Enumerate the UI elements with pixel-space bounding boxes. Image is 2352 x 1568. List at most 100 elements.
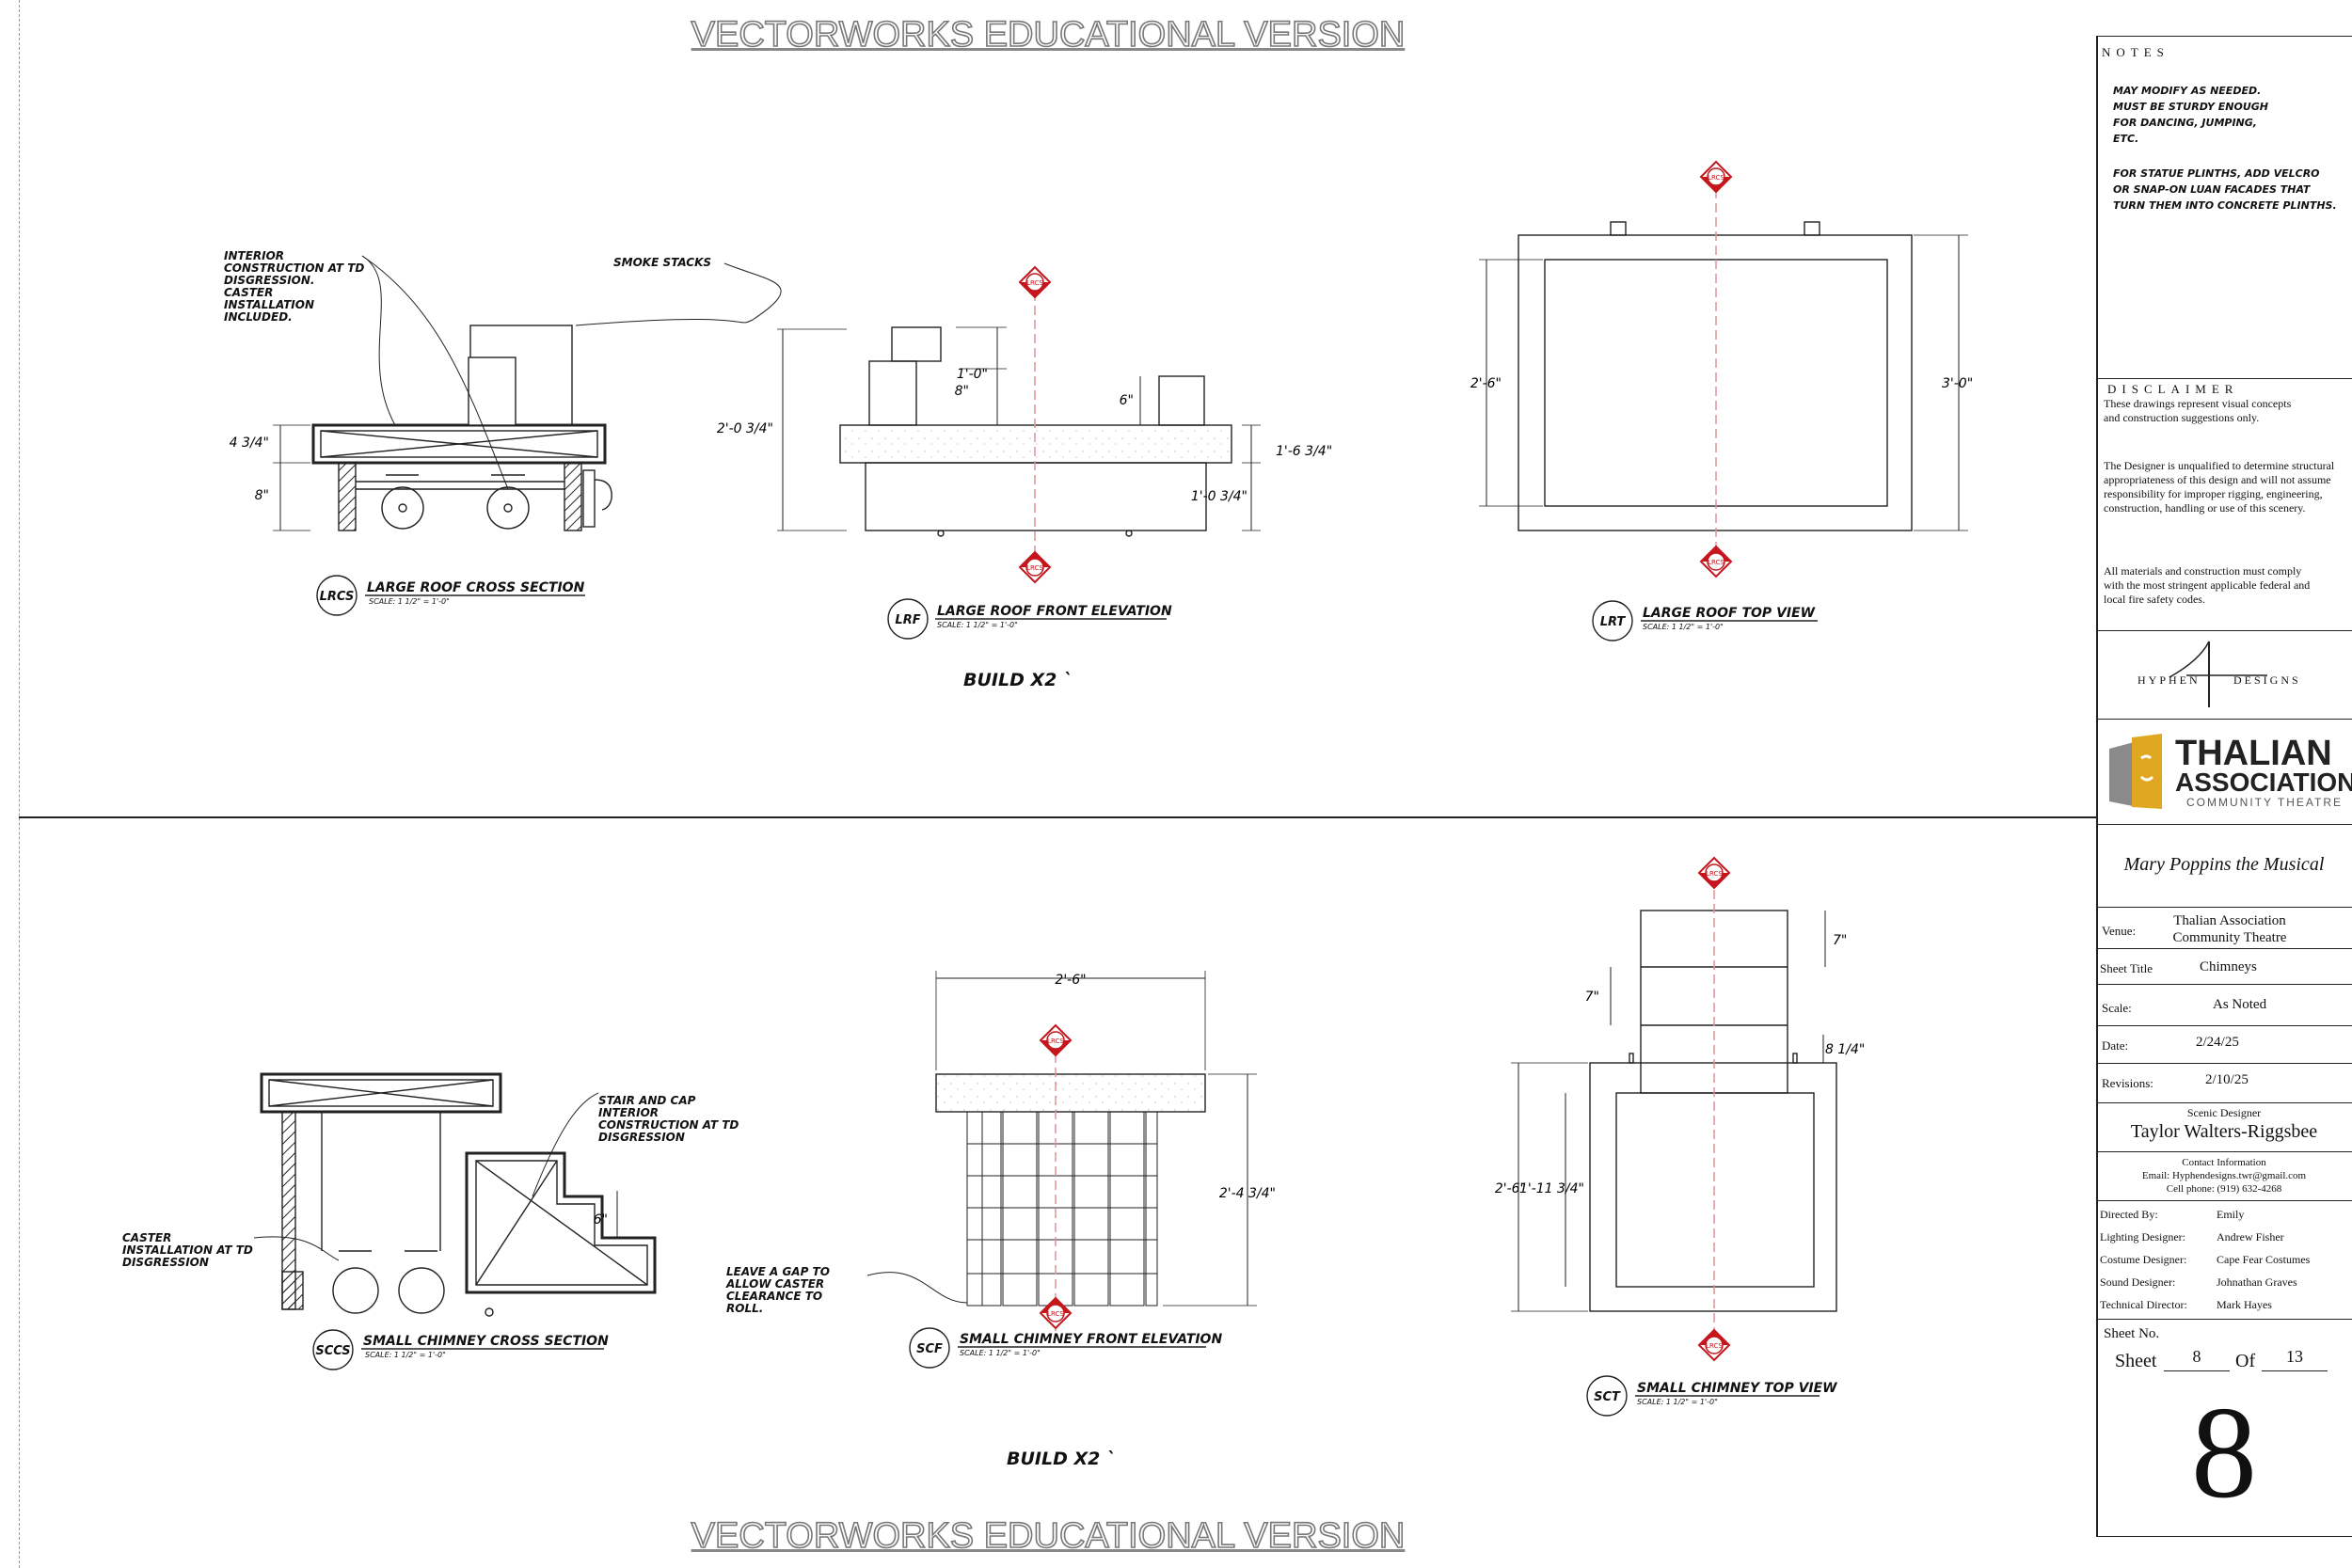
disclaimer-paragraph-2: The Designer is unqualified to determine…: [2104, 459, 2335, 515]
svg-text:LRCS: LRCS: [1706, 1342, 1723, 1350]
scale-small-chimney-front-elevation: SCALE: 1 1/2" = 1'-0": [960, 1349, 1041, 1357]
dim-lrf-right-total: 1'-6 3/4": [1276, 444, 1332, 459]
crew-role: Directed By:: [2100, 1208, 2158, 1221]
svg-text:LRCS: LRCS: [1708, 559, 1724, 566]
svg-text:LRCS: LRCS: [1047, 1037, 1064, 1045]
dim-sct-c: 8 1/4": [1825, 1042, 1865, 1057]
scenic-designer-name: Taylor Walters-Riggsbee: [2130, 1121, 2318, 1142]
revisions-divider: [2096, 1063, 2352, 1064]
sheet-no-label: Sheet No.: [2104, 1326, 2160, 1341]
hyphen-logo-divider: [2096, 630, 2352, 631]
dim-sct-b: 7": [1585, 990, 1599, 1005]
svg-text:LRCS: LRCS: [1047, 1310, 1064, 1318]
hyphen-logo-left: HYPHEN: [2137, 673, 2201, 687]
annotation-gap: LEAVE A GAP TO ALLOW CASTER CLEARANCE TO…: [726, 1265, 830, 1315]
title-large-roof-front-elevation: LARGE ROOF FRONT ELEVATION: [937, 604, 1172, 619]
revisions-label: Revisions:: [2102, 1076, 2153, 1090]
hyphen-logo-right: DESIGNS: [2233, 673, 2301, 687]
view-tag-circles: [312, 575, 1633, 1417]
crew-role: Costume Designer:: [2100, 1253, 2187, 1266]
dim-sct-left: 2'-6": [1495, 1181, 1526, 1196]
date-value: 2/24/25: [2196, 1035, 2239, 1050]
title-large-roof-top-view: LARGE ROOF TOP VIEW: [1643, 606, 1816, 621]
svg-text:LRCS: LRCS: [1026, 279, 1043, 287]
crew-name: Johnathan Graves: [2217, 1275, 2297, 1289]
crew-name: Mark Hayes: [2217, 1298, 2272, 1311]
notes-heading: NOTES: [2102, 45, 2169, 59]
section-marker-labels: LRCS LRCS LRCS LRCS LRCS LRCS LRCS LRCS: [1026, 174, 1724, 1350]
disclaimer-paragraph-1: These drawings represent visual concepts…: [2104, 397, 2292, 424]
crew-name: Emily: [2217, 1208, 2245, 1221]
scale-value: As Noted: [2213, 997, 2267, 1012]
section-markers: [1018, 160, 1733, 1362]
build-label-top: BUILD X2 `: [963, 670, 1073, 690]
dim-lrf-total: 2'-0 3/4": [717, 421, 773, 436]
sheet-total: 13: [2262, 1347, 2328, 1371]
thalian-logo-line3: COMMUNITY THEATRE: [2186, 796, 2344, 809]
contact-divider: [2096, 1151, 2352, 1152]
theatre-masks-icon: [2109, 734, 2162, 809]
crew-role: Lighting Designer:: [2100, 1230, 2185, 1243]
svg-text:LRCS: LRCS: [1706, 870, 1723, 878]
small-chimney-cross-section: [253, 1072, 657, 1317]
thalian-logo-divider: [2096, 719, 2352, 720]
view-tag-scf: SCF: [916, 1342, 943, 1356]
show-title-divider: [2096, 824, 2352, 825]
hyphen-logo-mark: [2169, 641, 2267, 707]
dim-lrf-stack-tall: 1'-0": [957, 367, 988, 382]
contact-email: Email: Hyphendesigns.twr@gmail.com: [2141, 1170, 2307, 1181]
scenic-designer-divider: [2096, 1102, 2352, 1103]
of-word: Of: [2235, 1351, 2256, 1371]
scale-large-roof-cross-section: SCALE: 1 1/2" = 1'-0": [369, 597, 450, 606]
disclaimer-paragraph-3: All materials and construction must comp…: [2104, 564, 2311, 606]
svg-text:LRCS: LRCS: [1708, 174, 1724, 182]
svg-text:LRCS: LRCS: [1026, 564, 1043, 572]
small-chimney-top-view: [1511, 910, 1837, 1312]
dim-lrt-right: 3'-0": [1942, 376, 1973, 391]
big-sheet-number: 8: [2191, 1380, 2257, 1526]
view-tag-lrf: LRF: [895, 613, 920, 627]
view-tag-sct: SCT: [1594, 1390, 1621, 1404]
title-large-roof-cross-section: LARGE ROOF CROSS SECTION: [367, 580, 585, 595]
contact-label: Contact Information: [2182, 1157, 2266, 1168]
venue-label: Venue:: [2102, 924, 2137, 938]
thalian-logo-line2: ASSOCIATION: [2175, 768, 2352, 797]
annotation-interior-construction: INTERIOR CONSTRUCTION AT TD DISGRESSION.…: [224, 249, 365, 324]
dim-sct-inner: 1'-11 3/4": [1519, 1181, 1584, 1196]
title-small-chimney-cross-section: SMALL CHIMNEY CROSS SECTION: [363, 1334, 609, 1349]
notes-paragraph-1: MAY MODIFY AS NEEDED. MUST BE STURDY ENO…: [2113, 85, 2268, 145]
revisions-value: 2/10/25: [2205, 1072, 2249, 1087]
date-divider: [2096, 1025, 2352, 1026]
scale-large-roof-front-elevation: SCALE: 1 1/2" = 1'-0": [937, 621, 1018, 629]
scenic-designer-label: Scenic Designer: [2186, 1106, 2262, 1119]
view-tag-sccs: SCCS: [315, 1344, 350, 1358]
sheet-title-label: Sheet Title: [2100, 961, 2153, 975]
contact-phone: Cell phone: (919) 632-4268: [2166, 1183, 2282, 1195]
dim-lrf-stack-small: 6": [1120, 393, 1134, 408]
view-title-underlines: [361, 594, 1820, 1397]
annotation-smoke-stacks: SMOKE STACKS: [613, 256, 712, 269]
crew-divider: [2096, 1200, 2352, 1201]
date-label: Date:: [2102, 1038, 2129, 1053]
thalian-logo: THALIAN ASSOCIATION COMMUNITY THEATRE: [2096, 721, 2352, 824]
drawing-area: 4 3/4" 8" 2'-0 3/4" 1'-0" 8" 6" 1'-6 3/4…: [230, 160, 1973, 1417]
dim-lrf-right-base: 1'-0 3/4": [1191, 489, 1248, 504]
sheet-number: 8: [2164, 1347, 2230, 1371]
annotation-caster: CASTER INSTALLATION AT TD DISGRESSION: [122, 1231, 253, 1269]
build-label-bottom: BUILD X2 `: [1007, 1449, 1116, 1469]
scale-label: Scale:: [2102, 1001, 2132, 1015]
view-tag-lrt: LRT: [1600, 615, 1627, 629]
scale-divider: [2096, 984, 2352, 985]
crew-name: Cape Fear Costumes: [2217, 1253, 2311, 1266]
sheet-number-divider: [2096, 1319, 2352, 1320]
scale-large-roof-top-view: SCALE: 1 1/2" = 1'-0": [1643, 623, 1724, 631]
venue-divider: [2096, 907, 2352, 908]
notes-paragraph-2: FOR STATUE PLINTHS, ADD VELCRO OR SNAP-O…: [2113, 167, 2337, 212]
dim-lrc-top: 4 3/4": [230, 436, 269, 451]
large-roof-front-elevation: [777, 326, 1261, 537]
annotation-stair-cap: STAIR AND CAP INTERIOR CONSTRUCTION AT T…: [598, 1094, 739, 1144]
dim-lrf-stack-mid: 8": [955, 384, 969, 399]
crew-role: Technical Director:: [2100, 1298, 2187, 1311]
dim-lrc-bottom: 8": [255, 488, 269, 503]
title-small-chimney-front-elevation: SMALL CHIMNEY FRONT ELEVATION: [960, 1332, 1223, 1347]
